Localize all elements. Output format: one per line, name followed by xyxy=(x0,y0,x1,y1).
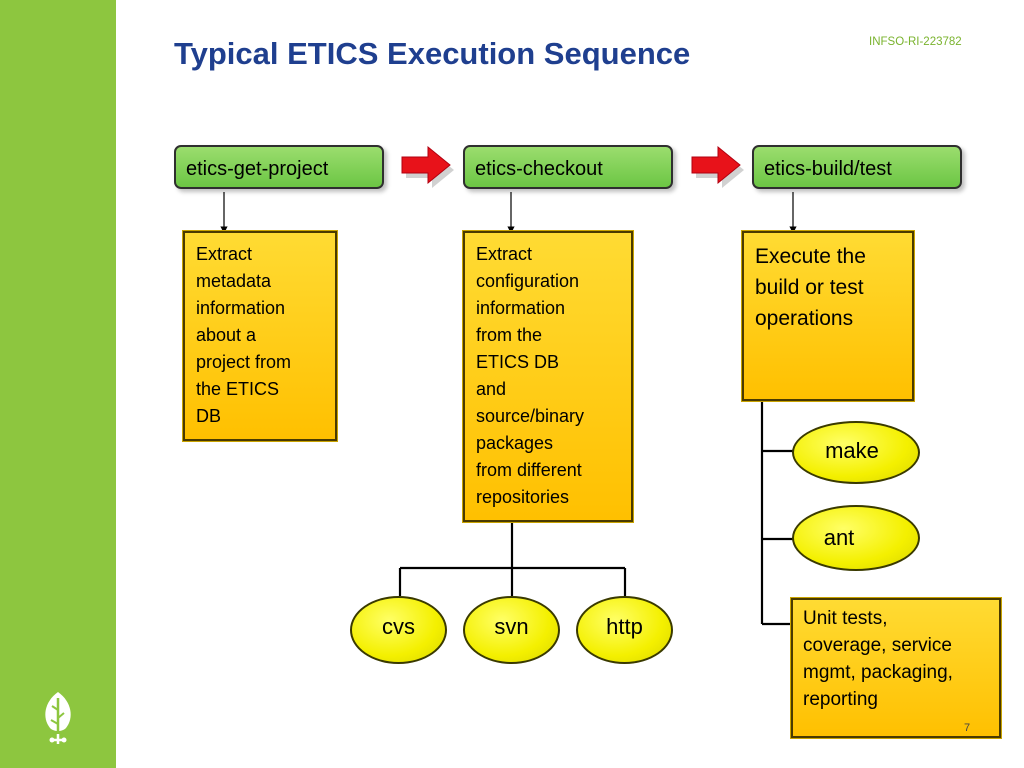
step-checkout: etics-checkout xyxy=(463,145,673,189)
repository-http: http xyxy=(576,596,673,664)
get-project-description: Extract metadata information about a pro… xyxy=(182,230,338,442)
checkout-description: Extract configuration information from t… xyxy=(462,230,634,523)
repository-cvs: cvs xyxy=(350,596,447,664)
page-title: Typical ETICS Execution Sequence xyxy=(174,36,691,71)
step-build-test: etics-build/test xyxy=(752,145,962,189)
project-code: INFSO-RI-223782 xyxy=(869,36,962,48)
sidebar-band xyxy=(0,0,116,768)
repository-svn: svn xyxy=(463,596,560,664)
sprout-logo-icon xyxy=(45,692,71,744)
right-arrow-icon xyxy=(401,145,454,188)
step-get-project: etics-get-project xyxy=(174,145,384,189)
build-tool-ant: ant xyxy=(792,505,920,571)
right-arrow-icon xyxy=(691,145,744,188)
page-number: 7 xyxy=(964,722,971,734)
build-extras-box: Unit tests, coverage, service mgmt, pack… xyxy=(790,597,1002,739)
build-tool-make: make xyxy=(792,421,920,484)
build-description: Execute the build or test operations xyxy=(741,230,915,402)
